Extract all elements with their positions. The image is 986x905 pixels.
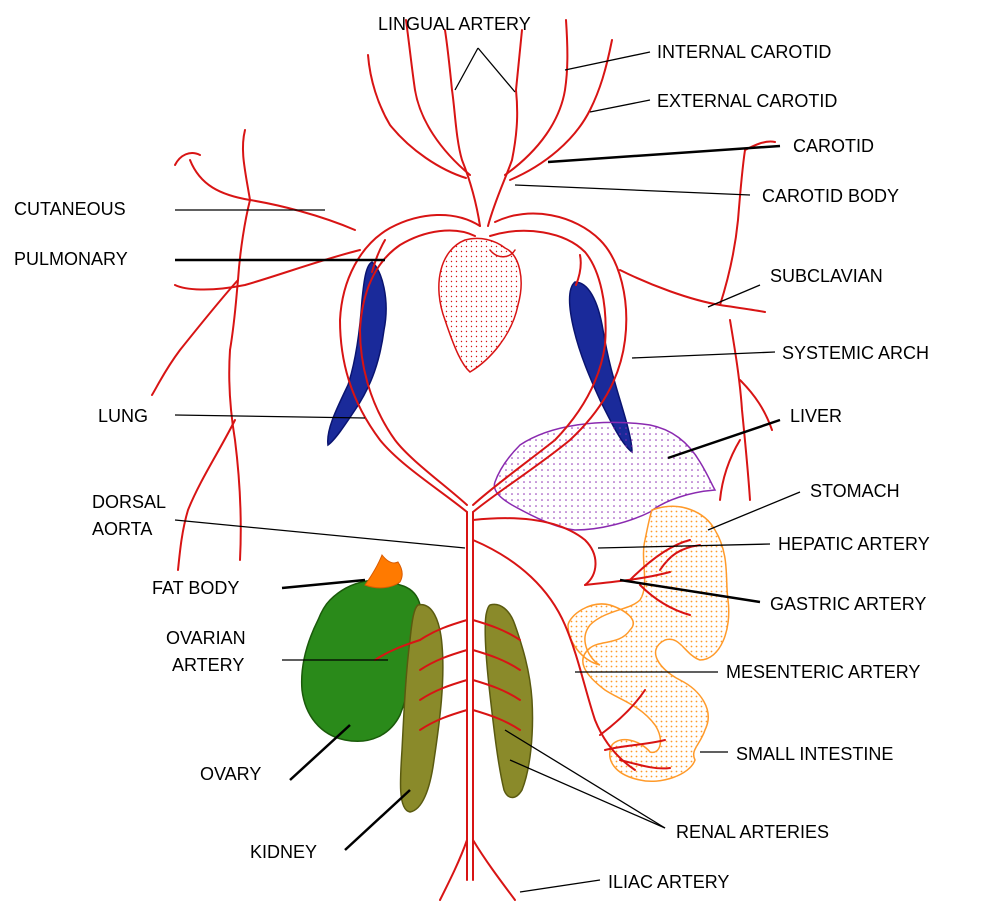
- label-gastric-artery: GASTRIC ARTERY: [770, 594, 926, 614]
- label-renal-arteries: RENAL ARTERIES: [676, 822, 829, 842]
- label-kidney: KIDNEY: [250, 842, 317, 862]
- labels: LINGUAL ARTERY INTERNAL CAROTID EXTERNAL…: [14, 14, 930, 892]
- label-mesenteric-artery: MESENTERIC ARTERY: [726, 662, 920, 682]
- label-external-carotid: EXTERNAL CAROTID: [657, 91, 837, 111]
- label-liver: LIVER: [790, 406, 842, 426]
- fat-body: [365, 555, 402, 588]
- label-subclavian: SUBCLAVIAN: [770, 266, 883, 286]
- heart: [439, 238, 521, 372]
- label-carotid-body: CAROTID BODY: [762, 186, 899, 206]
- label-stomach: STOMACH: [810, 481, 900, 501]
- label-ovarian: OVARIAN: [166, 628, 246, 648]
- label-ovary: OVARY: [200, 764, 261, 784]
- label-lingual-artery: LINGUAL ARTERY: [378, 14, 531, 34]
- label-ovarian-artery: ARTERY: [172, 655, 244, 675]
- label-dorsal: DORSAL: [92, 492, 166, 512]
- leader-lines: [175, 48, 800, 892]
- label-lung: LUNG: [98, 406, 148, 426]
- label-fat-body: FAT BODY: [152, 578, 239, 598]
- label-systemic-arch: SYSTEMIC ARCH: [782, 343, 929, 363]
- label-pulmonary: PULMONARY: [14, 249, 128, 269]
- label-small-intestine: SMALL INTESTINE: [736, 744, 893, 764]
- label-hepatic-artery: HEPATIC ARTERY: [778, 534, 930, 554]
- label-internal-carotid: INTERNAL CAROTID: [657, 42, 831, 62]
- label-carotid: CAROTID: [793, 136, 874, 156]
- label-aorta: AORTA: [92, 519, 152, 539]
- label-iliac-artery: ILIAC ARTERY: [608, 872, 729, 892]
- label-cutaneous: CUTANEOUS: [14, 199, 126, 219]
